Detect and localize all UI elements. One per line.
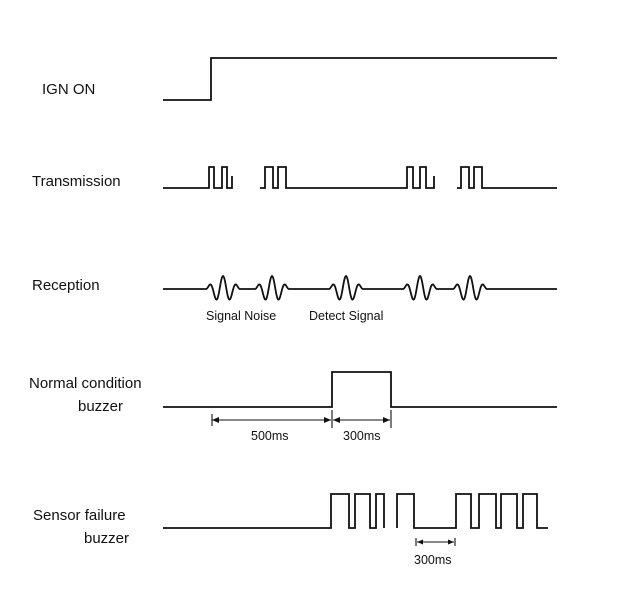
transmission-waveform [163,166,557,189]
signal-noise-annotation: Signal Noise [206,309,277,323]
transmission-label: Transmission [32,173,121,190]
failure-buzzer-label-line1: Sensor failure [33,507,126,524]
ign-on-label: IGN ON [42,81,96,98]
normal-buzzer-waveform [163,371,557,408]
dimension-300ms-normal [331,410,392,428]
ign-on-waveform [163,57,557,101]
normal-delay-annotation: 500ms [251,429,289,443]
normal-buzzer-label-line2: buzzer [78,398,124,415]
dimension-500ms [211,414,331,426]
failure-period-annotation: 300ms [414,553,452,567]
reception-label: Reception [32,277,100,294]
normal-on-annotation: 300ms [343,429,381,443]
detect-signal-annotation: Detect Signal [309,309,384,323]
dimension-300ms-failure [415,538,456,546]
normal-buzzer-label-line1: Normal condition [29,375,142,392]
failure-buzzer-label-line2: buzzer [84,530,130,547]
reception-waveform [163,274,557,301]
failure-buzzer-waveform [163,493,548,529]
